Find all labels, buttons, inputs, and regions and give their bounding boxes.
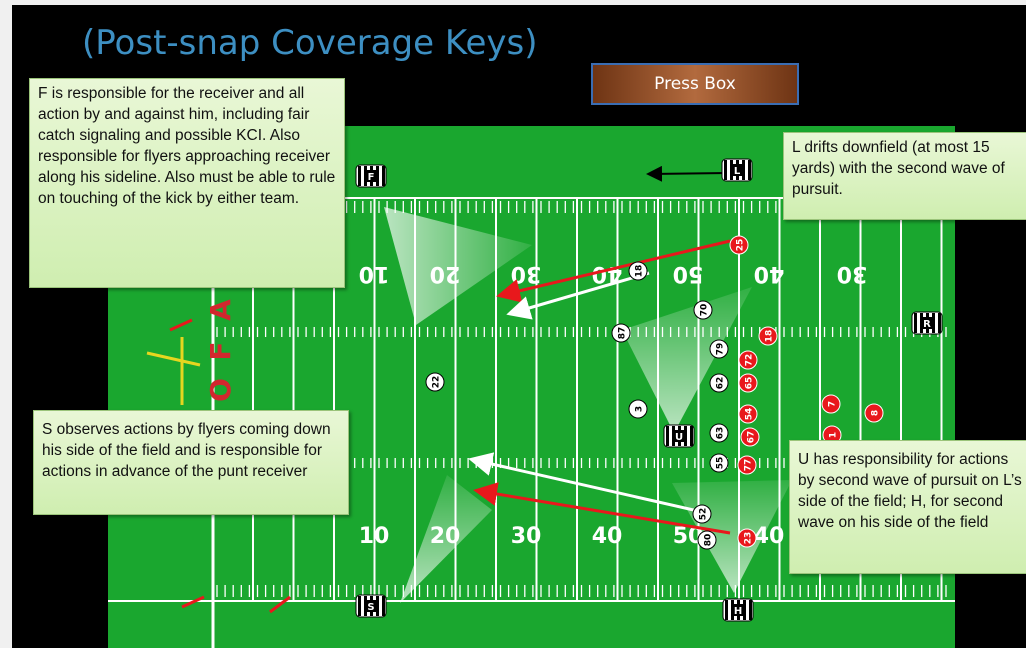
receiving-player-marker [693,300,713,320]
receiving-player-marker [709,339,729,359]
coverage-cone-s [400,475,492,603]
svg-text:U: U [675,432,683,443]
yard-number-bottom: 40 [592,524,623,549]
receiving-block-arrow-top [506,271,650,320]
coverage-cone-f [384,207,532,325]
kicking-player-marker [740,427,760,447]
kicking-player-marker [821,394,841,414]
official-icon-u: U [663,424,695,448]
kicking-player-number: 72 [745,354,755,367]
receiving-player-number: 79 [716,343,726,356]
kicking-player-marker [864,403,884,423]
kicking-player-number: 54 [745,408,755,421]
slide-title: (Post-snap Coverage Keys) [82,23,538,63]
svg-text:S: S [367,602,374,613]
kicking-player-number: 77 [744,459,754,472]
endzone-letter-f: F [204,341,237,360]
yard-number-top: 40 [754,261,785,286]
kicking-player-number: 25 [736,239,746,252]
kicking-player-marker [738,404,758,424]
officials: F L R U S H [355,158,943,622]
receiving-player-marker [709,423,729,443]
receiving-player-marker [611,323,631,343]
pylon-mark [181,595,205,609]
receiving-player-marker [709,453,729,473]
receiving-player-marker [628,261,648,281]
kicking-player-number: 23 [744,532,754,545]
kicking-player-number: 7 [828,401,838,407]
receiving-player-marker [697,530,717,550]
note-l-responsibilities: L drifts downfield (at most 15 yards) wi… [783,132,1026,220]
receiving-player-number: 70 [700,304,710,317]
kicking-player-marker [758,326,778,346]
kicking-pursuit-arrow-top [496,239,731,303]
pylon-mark [269,595,291,614]
official-icon-h: H [722,598,754,622]
note-s-responsibilities: S observes actions by flyers coming down… [33,410,349,515]
receiving-player-number: 62 [716,377,726,390]
yard-number-top: 30 [837,261,868,286]
svg-text:R: R [923,319,931,330]
coverage-cone-u [622,287,752,433]
pylon-mark [169,318,193,332]
official-icon-s: S [355,594,387,618]
receiving-player-number: 52 [699,508,709,521]
players: 25 18 72 65 54 67 77 23 7 8 1 18 70 87 79 62 22 3 63 55 52 80 [425,235,884,550]
official-icon-r: R [911,311,943,335]
official-icon-l: L [721,158,753,182]
pursuit-arrows [468,165,731,535]
kicking-player-number: 1 [829,432,839,438]
receiving-player-marker [709,373,729,393]
receiving-player-number: 63 [716,427,726,440]
svg-text:F: F [368,172,375,183]
receiving-player-number: 22 [432,376,442,389]
receiving-player-number: 18 [635,265,645,278]
svg-text:L: L [734,166,741,177]
kicking-player-marker [738,350,758,370]
kicking-player-number: 67 [747,431,757,444]
official-icon-f: F [355,164,387,188]
yard-number-bottom: 10 [359,524,390,549]
receiving-player-marker [425,372,445,392]
yard-number-top: 30 [511,261,542,286]
receiving-player-number: 3 [635,406,645,412]
kicking-player-marker [737,455,757,475]
note-f-responsibilities: F is responsible for the receiver and al… [29,78,345,288]
l-drift-arrow [646,165,729,182]
note-u-responsibilities: U has responsibility for actions by seco… [789,440,1026,574]
yard-number-bottom: 30 [511,524,542,549]
receiving-player-marker [692,504,712,524]
yard-number-top: 10 [359,261,390,286]
endzone-letter-o: O [204,378,237,402]
yard-number-top: 50 [673,261,704,286]
kicking-player-number: 8 [871,410,881,416]
press-box-label: Press Box [591,63,799,105]
receiving-player-number: 87 [618,327,628,340]
svg-text:H: H [734,606,742,617]
kicking-pursuit-arrow-bottom [473,482,731,535]
receiving-player-number: 80 [704,534,714,547]
receiving-block-arrow-bottom [468,452,699,513]
kicking-player-marker [737,528,757,548]
kicking-player-number: 18 [765,330,775,343]
endzone-letter-a: A [204,299,237,321]
kicking-player-number: 65 [745,377,755,390]
slide: 10203040504030102030405040 A F O A [12,5,1026,648]
receiving-player-number: 55 [716,457,726,470]
receiving-player-marker [628,399,648,419]
kicking-player-marker [738,373,758,393]
goal-post [146,337,201,405]
kicking-player-marker [729,235,749,255]
